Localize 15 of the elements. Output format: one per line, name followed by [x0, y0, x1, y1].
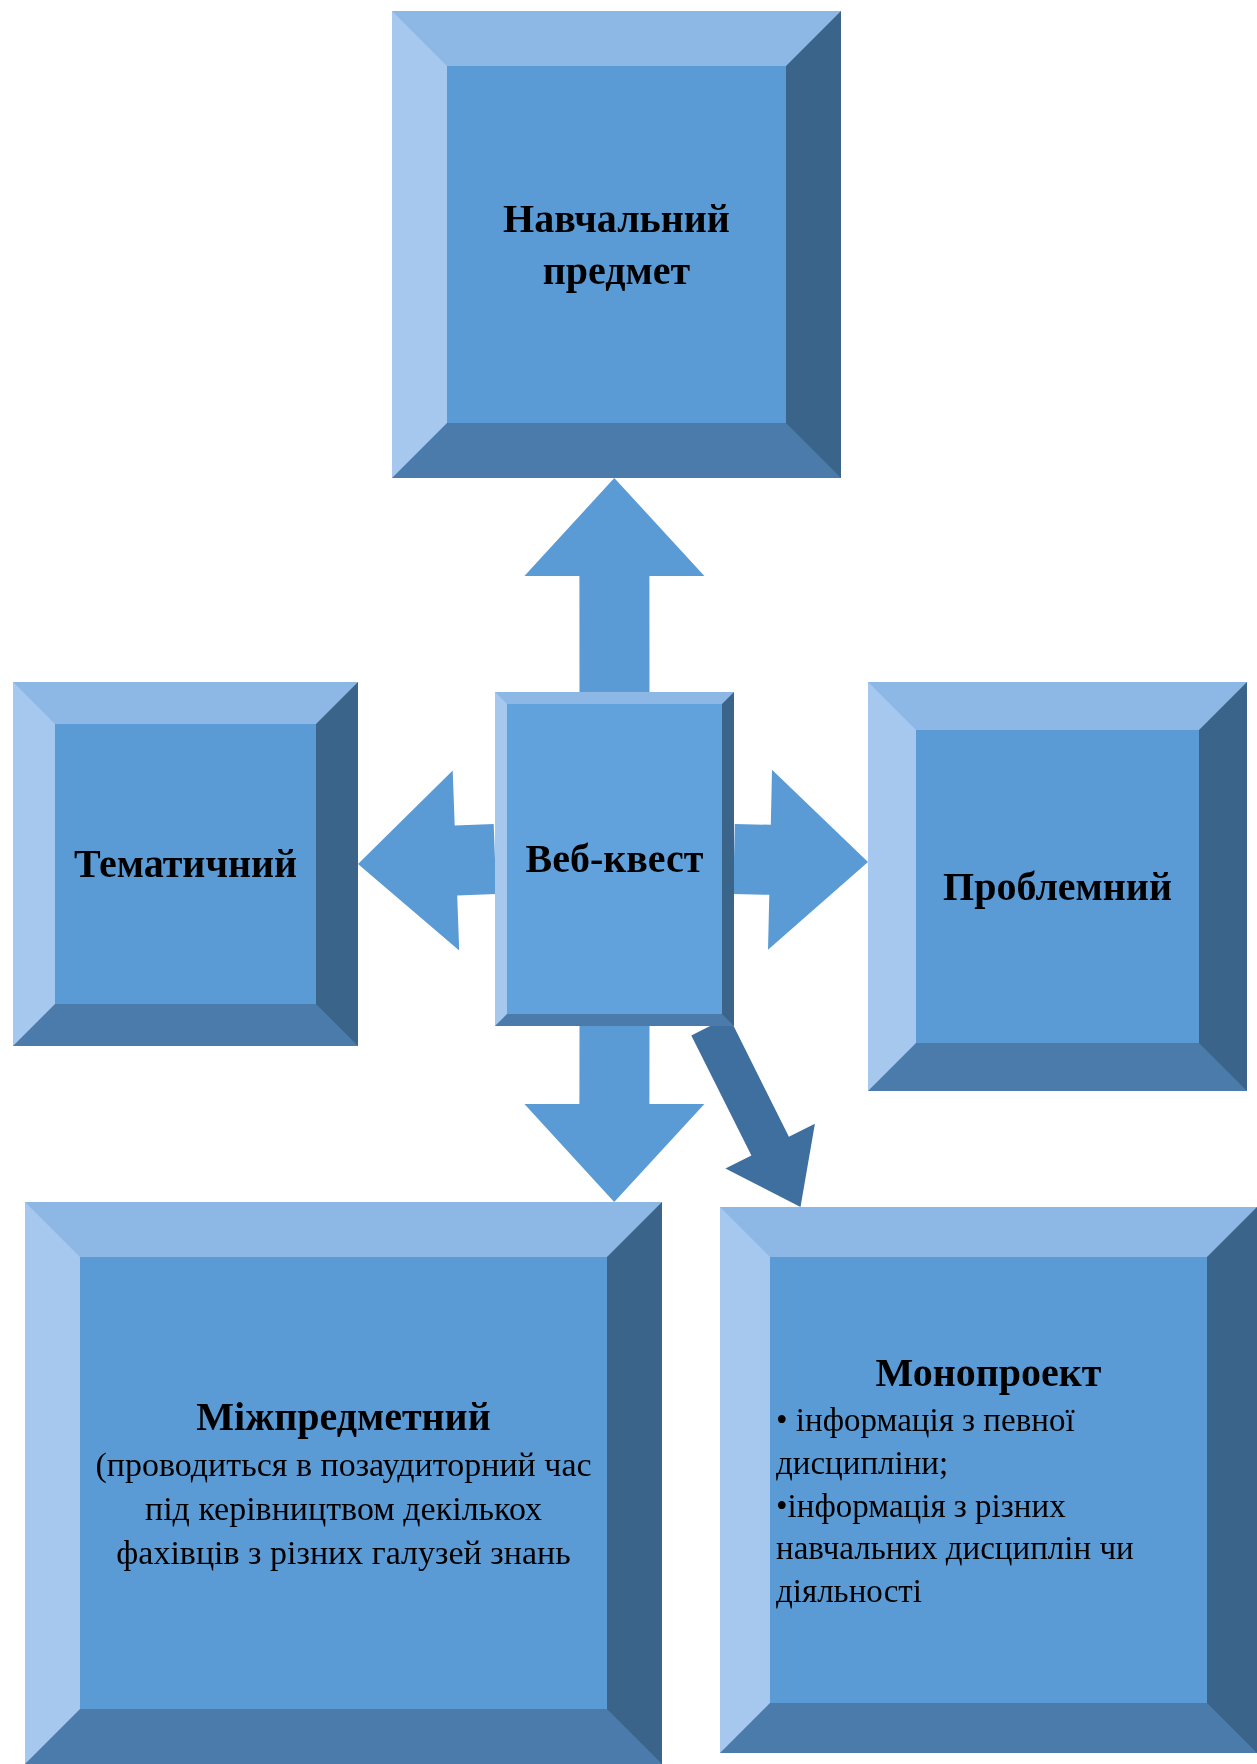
node-title: Тематичний	[73, 840, 298, 888]
node-text: • інформація з певної дисципліни;	[776, 1400, 1076, 1483]
interdisciplinary-box	[25, 1202, 662, 1764]
node-title: Навчальний предмет	[502, 194, 731, 295]
node-title: Монопроект	[875, 1348, 1102, 1397]
problem-box	[868, 682, 1247, 1091]
subject-box	[392, 11, 841, 478]
thematic-box	[13, 682, 358, 1046]
mono-project-box	[720, 1207, 1257, 1753]
web-quest-box	[495, 692, 734, 1026]
node-text: •інформація з різних навчальних дисциплін чи діяльності	[776, 1486, 1135, 1612]
node-text: (проводиться в позаудиторний час під керівництвом декількох фахівців з різних галузей знань	[94, 1444, 593, 1574]
node-title: Проблемний	[943, 862, 1172, 911]
node-title: Міжпредметний	[196, 1392, 491, 1441]
node-title: Веб-квест	[525, 835, 704, 883]
